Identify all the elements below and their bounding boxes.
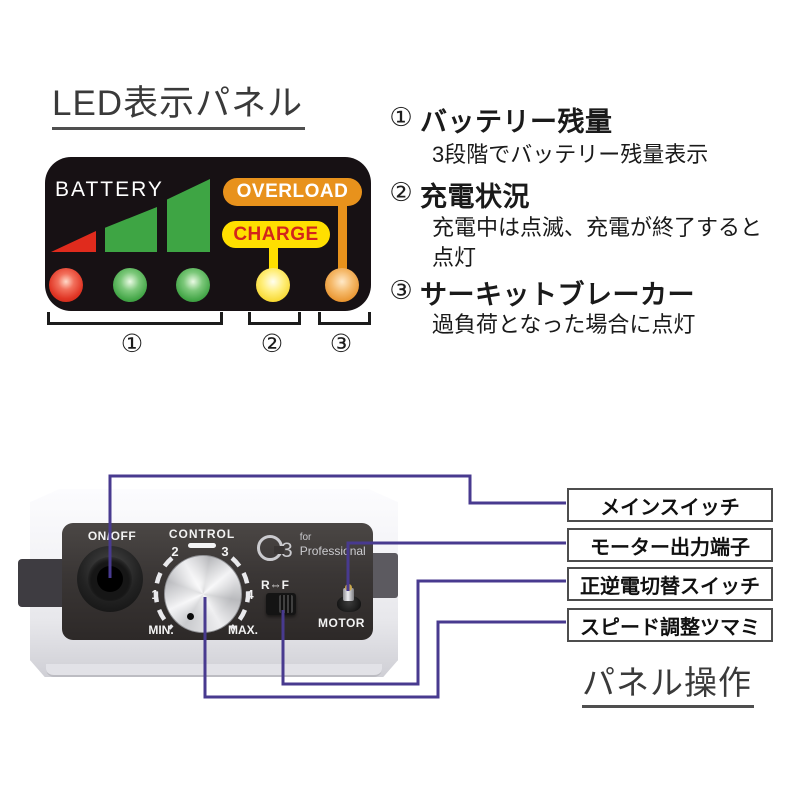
battery-green-led-1 [113,268,147,302]
g3-logo-professional: Professional [299,544,366,558]
legend-marker-3: ③ [389,275,413,305]
battery-red-led [49,268,83,302]
overload-orange-led [325,268,359,302]
g3-logo-g-icon [257,535,284,561]
legend-marker-2: ② [389,177,413,207]
bracket-overload-group [318,312,371,325]
control-label: CONTROL [168,527,236,541]
legend-desc-battery: 3段階でバッテリー残量表示 [432,142,709,167]
callout-main-switch: メインスイッチ [567,488,773,522]
on-off-label: ON/OFF [87,529,137,543]
bracket-marker-2: ② [260,330,284,358]
charge-yellow-led [256,268,290,302]
legend-desc-charge: 充電中は点滅、充電が終了すると点灯 [432,215,763,270]
charge-badge: CHARGE [222,221,330,248]
forward-reverse-switch-slider [279,595,293,613]
legend-title-breaker: サーキットブレーカー [420,280,695,310]
g3-logo-text: for Professional [299,532,366,558]
legend-desc-breaker: 過負荷となった場合に点灯 [432,312,696,337]
g3-logo: 3 for Professional [257,533,366,563]
knob-number-2: 2 [171,544,179,559]
max-label: MAX. [228,623,258,637]
device-left-strap [18,559,66,607]
forward-reverse-label: R⇔F [261,578,289,592]
bracket-marker-3: ③ [329,330,353,358]
led-section-title: LED表示パネル [52,85,306,130]
overload-connector-line [338,205,347,271]
knob-indicator-dot [187,613,194,620]
main-switch-jack-hole [97,566,123,592]
knob-top-mark [188,543,216,548]
battery-level-bar-low-icon [51,231,96,252]
min-label: MIN. [148,623,174,637]
overload-badge: OVERLOAD [223,178,362,206]
battery-level-bar-high-icon [167,179,210,252]
knob-number-1: 1 [151,587,159,602]
bracket-charge-group [248,312,301,325]
legend-title-battery: バッテリー残量 [420,107,613,137]
device-base [46,664,382,677]
motor-label: MOTOR [318,616,365,630]
bracket-marker-1: ① [120,330,144,358]
legend-title-charge: 充電状況 [420,182,530,212]
callout-forward-reverse-switch: 正逆電切替スイッチ [567,567,773,601]
knob-number-3: 3 [221,544,229,559]
g3-logo-for: for [299,532,312,543]
device-right-strap [370,553,398,598]
bracket-battery-group [47,312,223,325]
callout-speed-knob: スピード調整ツマミ [567,608,773,642]
battery-level-bar-mid-icon [105,207,157,252]
panel-section-title: パネル操作 [582,665,754,708]
charge-connector-line [269,247,278,271]
callout-motor-terminal: モーター出力端子 [567,528,773,562]
motor-jack-tip [345,584,352,591]
battery-label: BATTERY [55,178,164,201]
legend-marker-1: ① [389,102,413,132]
battery-green-led-2 [176,268,210,302]
speed-control-knob [164,555,242,633]
led-indicator-panel: BATTERY OVERLOAD CHARGE [45,157,371,311]
